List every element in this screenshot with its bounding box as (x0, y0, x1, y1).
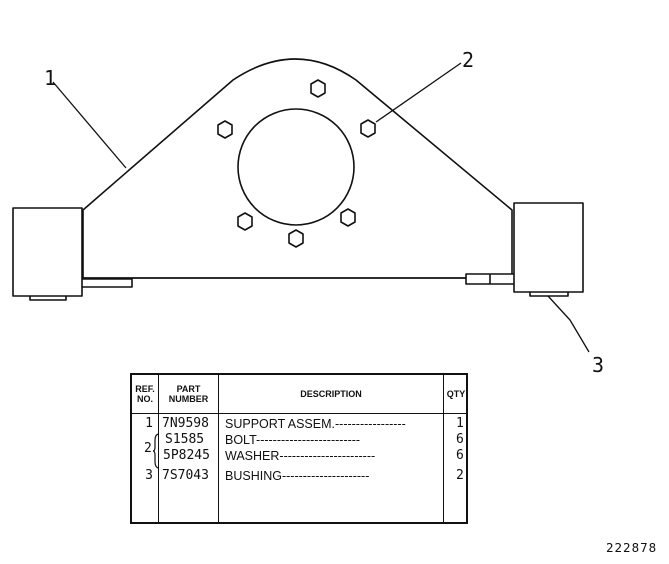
row-part-number: 7S7043 (162, 468, 209, 483)
callout-3: 3 (592, 353, 605, 377)
leader-line-2 (375, 62, 462, 123)
header-qty: QTY (446, 389, 466, 399)
row-qty: 6 (456, 448, 464, 463)
row-part-number: 7N9598 (162, 416, 209, 431)
callout-2: 2 (462, 48, 475, 72)
right-bushing (513, 202, 584, 293)
row-description: BUSHING--------------------- (225, 469, 370, 483)
header-description: DESCRIPTION (300, 389, 362, 399)
bolt-hex-6 (288, 229, 304, 248)
leader-line-3 (547, 295, 590, 353)
bolt-hex-5 (340, 208, 356, 227)
row-description: BOLT------------------------- (225, 433, 361, 447)
bolt-hex-3 (360, 119, 376, 138)
bolt-hex-4 (237, 212, 253, 231)
row-description: SUPPORT ASSEM.----------------- (225, 417, 406, 431)
row-qty: 2 (456, 468, 464, 483)
bolt-hex-1 (310, 79, 326, 98)
group-bracket (153, 433, 160, 469)
row-ref: 3 (145, 468, 153, 483)
header-part-number: PART NUMBER (168, 384, 209, 404)
group-ref: 2 (144, 441, 152, 456)
header-ref-no: REF. NO. (135, 384, 155, 404)
drawing-number: 222878 (606, 540, 658, 555)
row-ref: 1 (145, 416, 153, 431)
bolt-hex-2 (217, 120, 233, 139)
bolt-heads (217, 79, 376, 248)
leader-line-1 (52, 81, 127, 169)
row-part-number: 5P8245 (163, 448, 210, 463)
parts-table: REF. NO. PART NUMBER DESCRIPTION QTY 1 7… (130, 373, 468, 524)
row-qty: 6 (456, 432, 464, 447)
row-qty: 1 (456, 416, 464, 431)
center-bore (237, 108, 355, 226)
row-part-number: S1585 (165, 432, 205, 447)
left-bushing (12, 207, 83, 297)
callout-1: 1 (44, 66, 57, 90)
row-description: WASHER----------------------- (225, 449, 376, 463)
